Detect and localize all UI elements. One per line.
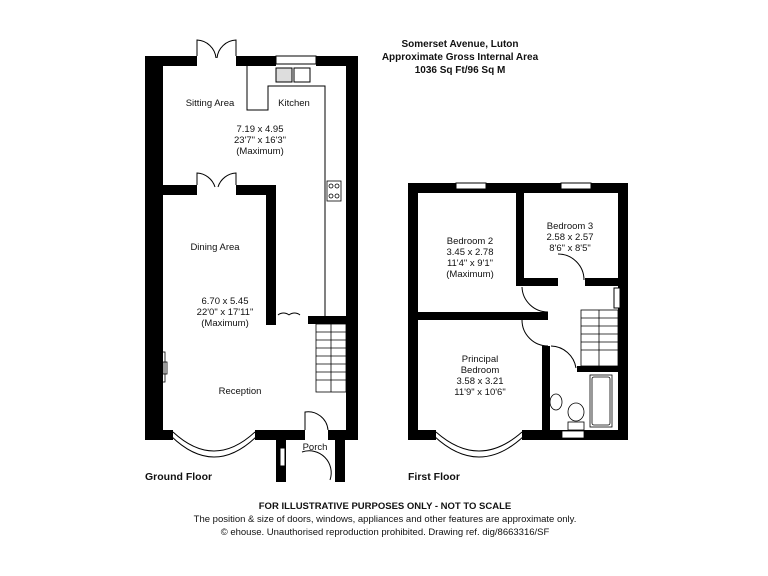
kitchen-counter: [246, 66, 326, 316]
disclaimer: FOR ILLUSTRATIVE PURPOSES ONLY - NOT TO …: [258, 501, 512, 512]
first-floor-label: First Floor: [408, 471, 460, 483]
area-label: Approximate Gross Internal Area: [381, 52, 539, 63]
area-value: 1036 Sq Ft/96 Sq M: [414, 65, 506, 76]
room-dining-area: Dining Area: [190, 242, 240, 253]
room-sitting-area: Sitting Area: [185, 98, 235, 109]
room-kitchen: Kitchen: [278, 98, 310, 109]
room-reception: Reception: [218, 386, 262, 397]
ground-floor-walls: [145, 56, 358, 482]
first-floor-walls: [408, 183, 628, 440]
first-floor-stairs: [580, 309, 619, 367]
first-floor-doors: [521, 253, 585, 369]
title-block: Somerset Avenue, Luton Approximate Gross…: [330, 38, 590, 77]
french-doors-middle: [196, 172, 237, 188]
dining-reception-dimensions: 6.70 x 5.45 22'0" x 17'11" (Maximum): [196, 296, 254, 329]
address: Somerset Avenue, Luton: [401, 39, 519, 50]
fireplace: [154, 351, 168, 383]
footer-note: The position & size of doors, windows, a…: [193, 514, 577, 525]
hob-icon: [326, 180, 342, 202]
french-doors-top: [196, 39, 237, 59]
footer: FOR ILLUSTRATIVE PURPOSES ONLY - NOT TO …: [150, 500, 620, 539]
ground-bay-window: [170, 431, 258, 458]
first-bay-window: [433, 431, 525, 458]
copyright: © ehouse. Unauthorised reproduction proh…: [220, 527, 550, 538]
kitchen-window: [275, 55, 317, 65]
hall-doors: [277, 312, 301, 316]
bathroom-fixtures: [549, 374, 613, 439]
room-bedroom-3: Bedroom 3 2.58 x 2.57 8'6" x 8'5": [546, 221, 594, 254]
ground-floor-stairs: [315, 323, 347, 393]
bedroom3-window: [560, 182, 592, 190]
bedroom2-window: [455, 182, 487, 190]
room-bedroom-2: Bedroom 2 3.45 x 2.78 11'4" x 9'1" (Maxi…: [446, 236, 494, 280]
landing-window: [613, 287, 621, 309]
room-porch: Porch: [302, 442, 328, 453]
ground-floor-label: Ground Floor: [145, 471, 213, 483]
room-principal-bedroom: Principal Bedroom 3.58 x 3.21 11'9" x 10…: [454, 354, 506, 398]
porch-doors: [279, 411, 332, 481]
sitting-kitchen-dimensions: 7.19 x 4.95 23'7" x 16'3" (Maximum): [233, 124, 287, 157]
